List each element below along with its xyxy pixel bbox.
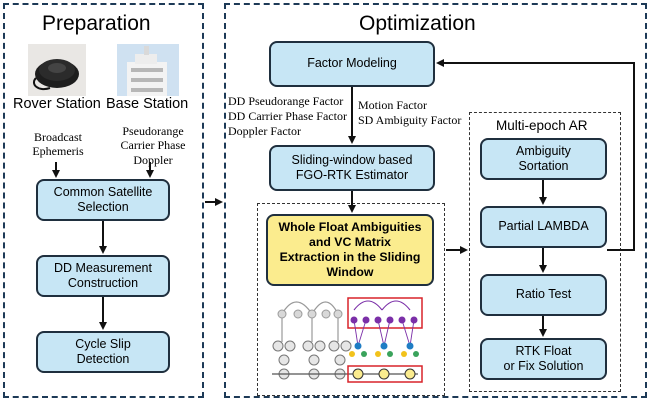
factor-graph-illustration xyxy=(272,297,423,383)
observations-label: Pseudorange Carrier Phase Doppler xyxy=(120,124,186,167)
preparation-title: Preparation xyxy=(42,12,151,35)
preparation-panel xyxy=(3,3,204,398)
multi-epoch-ar-region xyxy=(469,112,621,392)
optimization-panel xyxy=(224,3,647,398)
ratio-test-box: Ratio Test xyxy=(480,274,607,316)
factors-right-label: Motion Factor SD Ambiguity Factor xyxy=(358,98,462,127)
arrow-feedback xyxy=(436,59,635,251)
multi-epoch-ar-title: Multi-epoch AR xyxy=(496,118,588,133)
base-station-label: Base Station xyxy=(106,96,189,112)
optimization-title: Optimization xyxy=(359,12,476,35)
rover-station-label: Rover Station xyxy=(13,96,101,112)
factors-left-label: DD Pseudorange Factor DD Carrier Phase F… xyxy=(228,94,347,138)
rover-station-image xyxy=(28,44,86,96)
ambiguity-extraction-box: Whole Float Ambiguities and VC Matrix Ex… xyxy=(266,214,434,286)
broadcast-ephemeris-label: Broadcast Ephemeris xyxy=(32,130,84,159)
partial-lambda-box: Partial LAMBDA xyxy=(480,206,607,248)
base-station-image xyxy=(117,44,179,96)
factor-modeling-box: Factor Modeling xyxy=(269,41,435,87)
